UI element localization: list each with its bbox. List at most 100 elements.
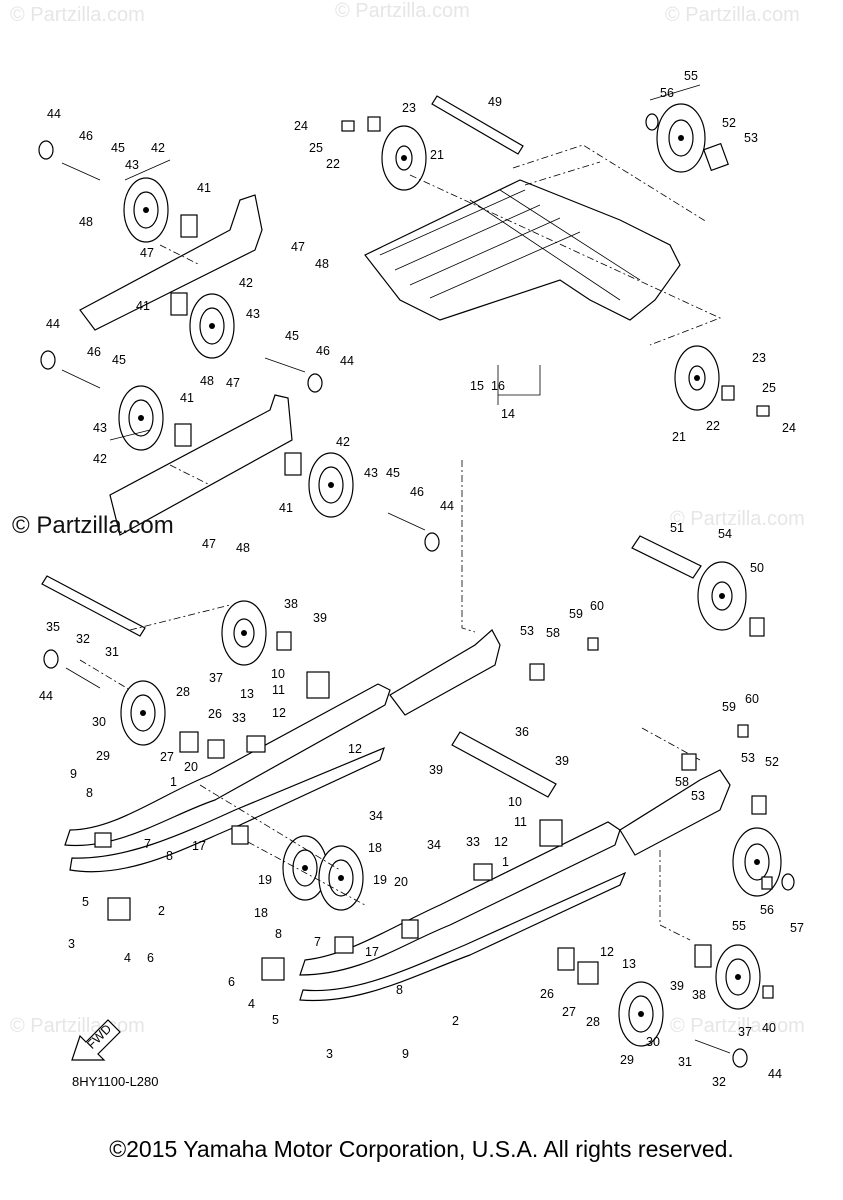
callout-56: 56 xyxy=(760,903,774,917)
upper-left-rail xyxy=(79,194,293,536)
callout-23: 23 xyxy=(402,101,416,115)
callout-2: 2 xyxy=(452,1014,459,1028)
callout-12: 12 xyxy=(272,706,286,720)
callout-25: 25 xyxy=(309,141,323,155)
callout-7: 7 xyxy=(144,837,151,851)
wheel-21b xyxy=(674,345,720,411)
shaft-49 xyxy=(431,95,524,155)
wheel-42d xyxy=(308,452,354,518)
callout-53: 53 xyxy=(744,131,758,145)
callout-3: 3 xyxy=(68,937,75,951)
wheel-29b xyxy=(618,981,664,1047)
callout-29: 29 xyxy=(96,749,110,763)
callout-18: 18 xyxy=(254,906,268,920)
callout-30: 30 xyxy=(646,1035,660,1049)
callout-8: 8 xyxy=(86,786,93,800)
lower-rail-left xyxy=(64,683,391,873)
callout-42: 42 xyxy=(336,435,350,449)
bracket-14 xyxy=(497,365,541,405)
callout-labels: 44 46 45 43 42 41 48 47 47 48 42 43 45 4… xyxy=(39,69,804,1089)
callout-15: 15 xyxy=(470,379,484,393)
callout-7: 7 xyxy=(314,935,321,949)
bracket-lines xyxy=(109,84,701,441)
partzilla-watermark: © Partzilla.com xyxy=(12,512,174,539)
callout-60: 60 xyxy=(590,599,604,613)
callout-40: 40 xyxy=(762,1021,776,1035)
wheel-42b xyxy=(189,293,235,359)
callout-47: 47 xyxy=(140,246,154,260)
guide-line xyxy=(512,144,708,223)
callout-12: 12 xyxy=(600,945,614,959)
callout-20: 20 xyxy=(394,875,408,889)
wheel-42a xyxy=(123,177,169,243)
callout-34: 34 xyxy=(369,809,383,823)
callout-43: 43 xyxy=(246,307,260,321)
callout-53: 53 xyxy=(741,751,755,765)
callout-42: 42 xyxy=(151,141,165,155)
wheel-37a xyxy=(221,600,267,666)
guide-line xyxy=(79,604,231,691)
callout-48: 48 xyxy=(315,257,329,271)
callout-20: 20 xyxy=(184,760,198,774)
callout-47: 47 xyxy=(226,376,240,390)
callout-49: 49 xyxy=(488,95,502,109)
callout-38: 38 xyxy=(284,597,298,611)
callout-41: 41 xyxy=(279,501,293,515)
callout-31: 31 xyxy=(105,645,119,659)
track-belt xyxy=(364,179,681,321)
guide-line xyxy=(199,784,366,906)
callout-9: 9 xyxy=(70,767,77,781)
callout-41: 41 xyxy=(180,391,194,405)
callout-9: 9 xyxy=(402,1047,409,1061)
callout-16: 16 xyxy=(491,379,505,393)
callout-8: 8 xyxy=(275,927,282,941)
callout-45: 45 xyxy=(285,329,299,343)
callout-32: 32 xyxy=(76,632,90,646)
wheel-29a xyxy=(120,680,166,746)
callout-59: 59 xyxy=(722,700,736,714)
callout-50: 50 xyxy=(750,561,764,575)
shaft-36 xyxy=(451,731,557,798)
callout-55: 55 xyxy=(684,69,698,83)
callout-36: 36 xyxy=(515,725,529,739)
callout-57: 57 xyxy=(790,921,804,935)
callout-54: 54 xyxy=(718,527,732,541)
callout-24: 24 xyxy=(782,421,796,435)
callout-43: 43 xyxy=(93,421,107,435)
callout-4: 4 xyxy=(248,997,255,1011)
callout-43: 43 xyxy=(125,158,139,172)
wheel-55a xyxy=(656,103,706,173)
wheel-54 xyxy=(697,561,747,631)
shaft-51 xyxy=(631,535,702,579)
small-parts xyxy=(38,113,795,1068)
callout-46: 46 xyxy=(87,345,101,359)
wheel-18a xyxy=(282,835,328,901)
callout-39: 39 xyxy=(429,763,443,777)
callout-32: 32 xyxy=(712,1075,726,1089)
callout-27: 27 xyxy=(160,750,174,764)
callout-6: 6 xyxy=(147,951,154,965)
callout-11: 11 xyxy=(272,683,285,697)
callout-38: 38 xyxy=(692,988,706,1002)
callout-48: 48 xyxy=(200,374,214,388)
callout-39: 39 xyxy=(555,754,569,768)
callout-48: 48 xyxy=(236,541,250,555)
callout-33: 33 xyxy=(466,835,480,849)
callout-37: 37 xyxy=(209,671,223,685)
callout-47: 47 xyxy=(202,537,216,551)
callout-41: 41 xyxy=(197,181,211,195)
callout-17: 17 xyxy=(192,839,206,853)
callout-59: 59 xyxy=(569,607,583,621)
callout-8: 8 xyxy=(396,983,403,997)
callout-31: 31 xyxy=(678,1055,692,1069)
callout-5: 5 xyxy=(82,895,89,909)
callout-44: 44 xyxy=(39,689,53,703)
callout-26: 26 xyxy=(208,707,222,721)
callout-39: 39 xyxy=(670,979,684,993)
callout-19: 19 xyxy=(373,873,387,887)
wheel-42c xyxy=(118,385,164,451)
watermark: © Partzilla.com xyxy=(10,4,145,26)
callout-1: 1 xyxy=(170,775,177,789)
callout-17: 17 xyxy=(365,945,379,959)
callout-46: 46 xyxy=(316,344,330,358)
